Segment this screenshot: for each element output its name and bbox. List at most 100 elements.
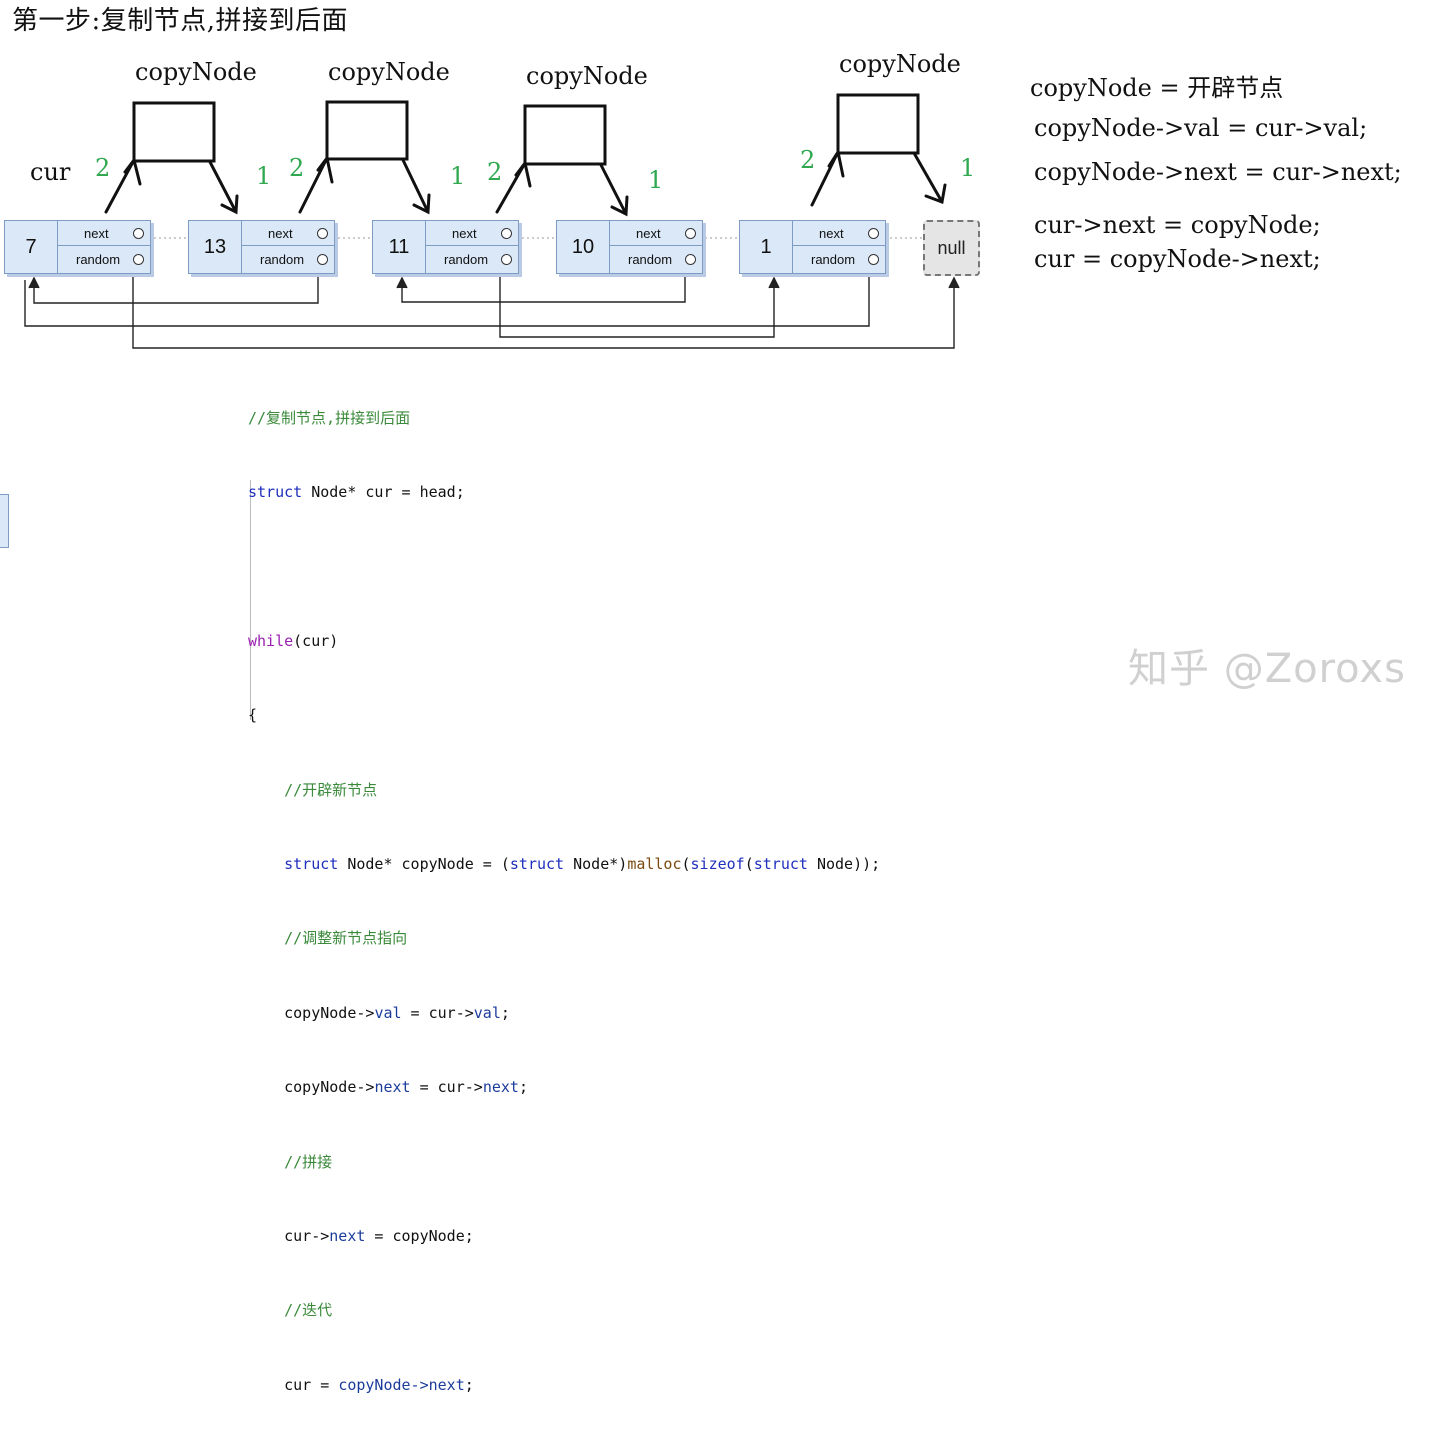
arrow-2	[495, 159, 532, 214]
list-node: 1 next random	[739, 220, 886, 274]
code-line: cur->next = copyNode;	[248, 1226, 474, 1245]
node-random-field: random	[793, 247, 885, 272]
node-next-label: next	[84, 225, 109, 241]
node-next-field: next	[426, 221, 518, 246]
node-random-field: random	[242, 247, 334, 272]
arrow-2	[810, 148, 845, 207]
pointer-dot-icon	[685, 228, 696, 239]
diagram-lines	[24, 93, 960, 349]
pointer-dot-icon	[133, 228, 144, 239]
step-number: 2	[800, 146, 816, 174]
copy-node-label: copyNode	[526, 62, 648, 90]
step-number: 1	[960, 154, 976, 182]
code-comment: //迭代	[248, 1301, 333, 1320]
random-arrowhead	[396, 276, 408, 289]
node-value: 13	[189, 221, 242, 273]
pointer-dot-icon	[868, 254, 879, 265]
cur-label: cur	[30, 158, 71, 186]
code-line: copyNode->val = cur->val;	[248, 1003, 510, 1022]
code-block: //复制节点,拼接到后面 struct Node* cur = head; wh…	[248, 356, 880, 1440]
random-arrowhead	[768, 276, 780, 289]
step-number: 2	[95, 154, 111, 182]
arrow-2	[104, 156, 142, 214]
random-arrowhead	[28, 276, 40, 289]
code-line: struct Node* copyNode = (struct Node*)ma…	[284, 854, 881, 873]
arrow-1	[208, 160, 239, 215]
pointer-dot-icon	[317, 254, 328, 265]
step-number: 1	[450, 162, 466, 190]
copy-node-box	[836, 93, 920, 155]
code-comment: //开辟新节点	[248, 780, 378, 799]
watermark: 知乎 @Zoroxs	[1128, 646, 1406, 692]
node-next-field: next	[58, 221, 150, 246]
copy-node-label: copyNode	[135, 58, 257, 86]
page-title: 第一步:复制节点,拼接到后面	[12, 6, 349, 36]
code-line: while(cur)	[248, 631, 339, 650]
code-line: cur = copyNode->next;	[248, 1375, 474, 1394]
explain-line: cur = copyNode->next;	[1034, 245, 1321, 273]
node-random-label: random	[811, 252, 856, 267]
pointer-dot-icon	[868, 228, 879, 239]
random-link	[33, 268, 319, 304]
code-blank-line	[248, 554, 880, 579]
node-next-label: next	[452, 225, 477, 241]
step-number: 1	[648, 166, 664, 194]
copy-node-box	[132, 101, 216, 163]
node-random-field: random	[58, 247, 150, 272]
node-random-label: random	[260, 252, 305, 267]
pointer-dot-icon	[133, 254, 144, 265]
list-node: 13 next random	[188, 220, 335, 274]
random-link	[401, 268, 686, 303]
copy-node-label: copyNode	[328, 58, 450, 86]
pointer-dot-icon	[501, 254, 512, 265]
node-random-field: random	[610, 247, 702, 272]
explain-line: cur->next = copyNode;	[1034, 211, 1321, 239]
node-next-field: next	[610, 221, 702, 246]
random-arrowhead	[948, 276, 960, 289]
arrow-1	[401, 158, 431, 215]
node-random-label: random	[76, 252, 121, 267]
indent-guide	[250, 480, 251, 720]
arrow-2	[298, 154, 334, 214]
pointer-dot-icon	[501, 228, 512, 239]
code-line: struct Node* cur = head;	[248, 482, 465, 501]
node-next-field: next	[242, 221, 334, 246]
node-random-label: random	[628, 252, 673, 267]
arrow-1	[599, 163, 629, 217]
code-comment: //复制节点,拼接到后面	[248, 408, 411, 427]
random-link	[132, 268, 955, 349]
explain-line: copyNode->next = cur->next;	[1034, 158, 1402, 186]
partial-node-edge	[0, 494, 9, 548]
code-comment: //调整新节点指向	[248, 929, 408, 948]
node-random-field: random	[426, 247, 518, 272]
explain-line: copyNode = 开辟节点	[1030, 74, 1284, 102]
copy-node-box	[523, 104, 607, 166]
list-node: 7 next random	[4, 220, 151, 274]
list-node: 10 next random	[556, 220, 703, 274]
node-value: 10	[557, 221, 610, 273]
node-random-label: random	[444, 252, 489, 267]
explain-line: copyNode->val = cur->val;	[1034, 114, 1368, 142]
pointer-dot-icon	[685, 254, 696, 265]
node-value: 7	[5, 221, 58, 273]
copy-node-label: copyNode	[839, 50, 961, 78]
code-line: copyNode->next = cur->next;	[248, 1078, 528, 1097]
code-comment: //拼接	[248, 1152, 333, 1171]
step-number: 2	[487, 158, 503, 186]
node-next-field: next	[793, 221, 885, 246]
list-node: 11 next random	[372, 220, 519, 274]
node-value: 11	[373, 221, 426, 273]
random-link	[24, 268, 870, 327]
null-node: null	[923, 220, 980, 276]
step-number: 2	[289, 154, 305, 182]
node-next-label: next	[819, 225, 844, 241]
node-value: 1	[740, 221, 793, 273]
node-next-label: next	[636, 225, 661, 241]
node-next-label: next	[268, 225, 293, 241]
code-line: {	[248, 706, 258, 725]
random-link	[499, 268, 775, 338]
copy-node-box	[325, 100, 409, 161]
step-number: 1	[256, 162, 272, 190]
arrow-1	[912, 151, 947, 205]
pointer-dot-icon	[317, 228, 328, 239]
